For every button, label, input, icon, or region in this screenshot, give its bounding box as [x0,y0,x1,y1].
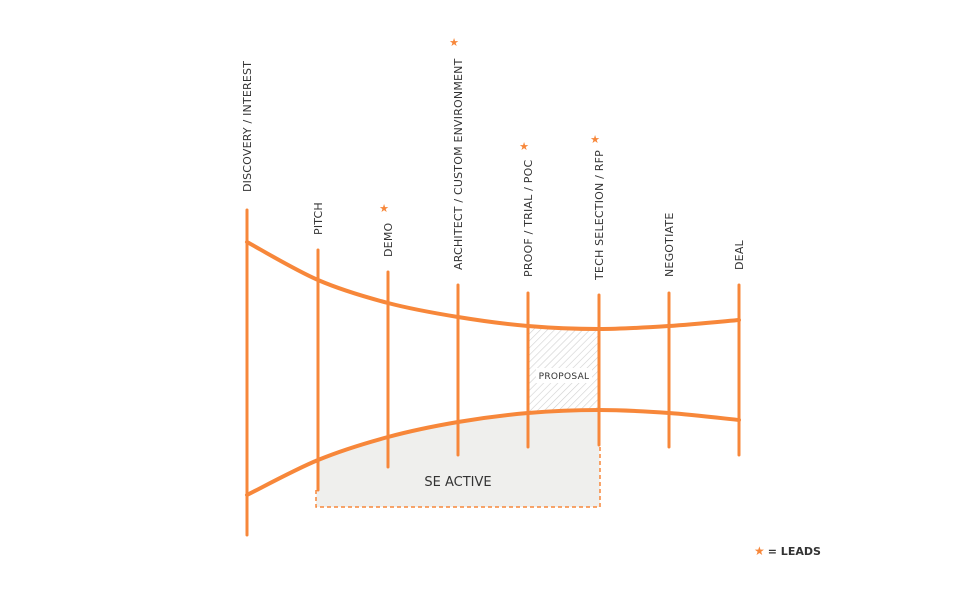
stage-label-pitch: PITCH [312,202,325,235]
stage-label-tech-selection-rfp: TECH SELECTION / RFP [593,150,606,281]
star-icon: ★ [754,544,765,558]
funnel-bottom-curve [245,407,741,497]
stage-label-architect-custom-environment: ARCHITECT / CUSTOM ENVIRONMENT [452,58,465,270]
proposal-label: PROPOSAL [539,372,590,382]
lead-star-icon: ★ [590,133,600,146]
lead-star-icon: ★ [519,140,529,153]
legend: ★ = LEADS [754,544,821,558]
legend-text: = LEADS [767,544,821,558]
stage-label-proof-trial-poc: PROOF / TRIAL / POC [522,160,535,277]
stage-label-deal: DEAL [733,239,746,270]
lead-star-icon: ★ [379,202,389,215]
se-active-label: SE ACTIVE [424,475,491,490]
funnel-top-curve [245,240,741,332]
se-active-border [315,445,601,508]
stage-label-negotiate: NEGOTIATE [663,213,676,277]
stage-label-discovery-interest: DISCOVERY / INTEREST [241,61,254,192]
stage-label-demo: DEMO [382,222,395,257]
lead-star-icon: ★ [449,36,459,49]
proposal-label-bg [536,368,592,383]
